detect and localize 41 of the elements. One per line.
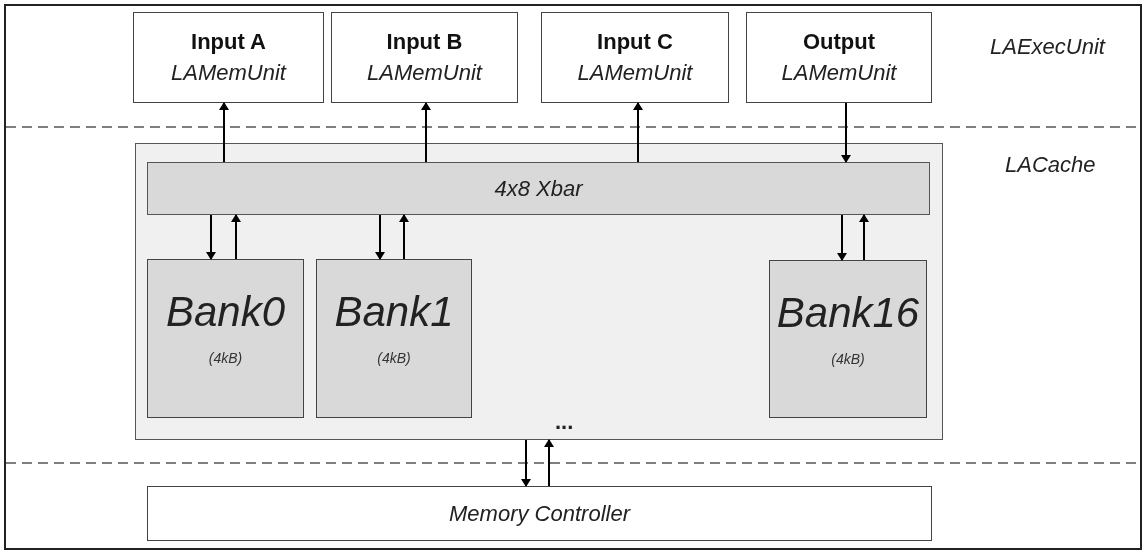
node-subtitle: (4kB) [377,349,411,368]
controller-box [147,486,932,541]
node-title: Bank16 [776,288,920,338]
memory-bank-box [769,260,927,418]
node-subtitle: (4kB) [208,349,243,368]
cache-container [135,143,943,440]
crossbar-box [147,162,930,215]
node-title: Input C [597,27,673,56]
node-title: Input B [386,27,463,56]
memory-bank-box [147,259,304,418]
node-title: Memory Controller [449,500,630,528]
node-subtitle: LAMemUnit [577,58,693,87]
node-subtitle: LAMemUnit [367,58,482,87]
arrow [231,214,241,260]
arrow [399,214,409,260]
node-title: Bank0 [165,287,286,337]
arrow [841,102,851,163]
arrow [544,439,554,487]
node-title: Bank1 [334,287,454,337]
ellipsis-label: ... [555,408,574,436]
node-title: Input A [191,27,266,56]
memory-unit-box [331,12,518,103]
arrow [521,439,531,487]
arrow [859,214,869,261]
memory-unit-box [746,12,932,103]
arrow [633,102,643,163]
layer-label: LAExecUnit [990,33,1105,61]
node-subtitle: (4kB) [831,350,865,369]
arrow [206,214,216,260]
arrow [375,214,385,260]
memory-unit-box [133,12,324,103]
arrow [219,102,229,163]
node-subtitle: LAMemUnit [171,58,286,87]
memory-unit-box [541,12,729,103]
arrow [837,214,847,261]
memory-bank-box [316,259,472,418]
node-title: Output [802,27,876,56]
node-subtitle: LAMemUnit [781,58,897,87]
node-title: 4x8 Xbar [494,175,583,203]
layer-label: LACache [1005,151,1096,179]
arrow [421,102,431,163]
